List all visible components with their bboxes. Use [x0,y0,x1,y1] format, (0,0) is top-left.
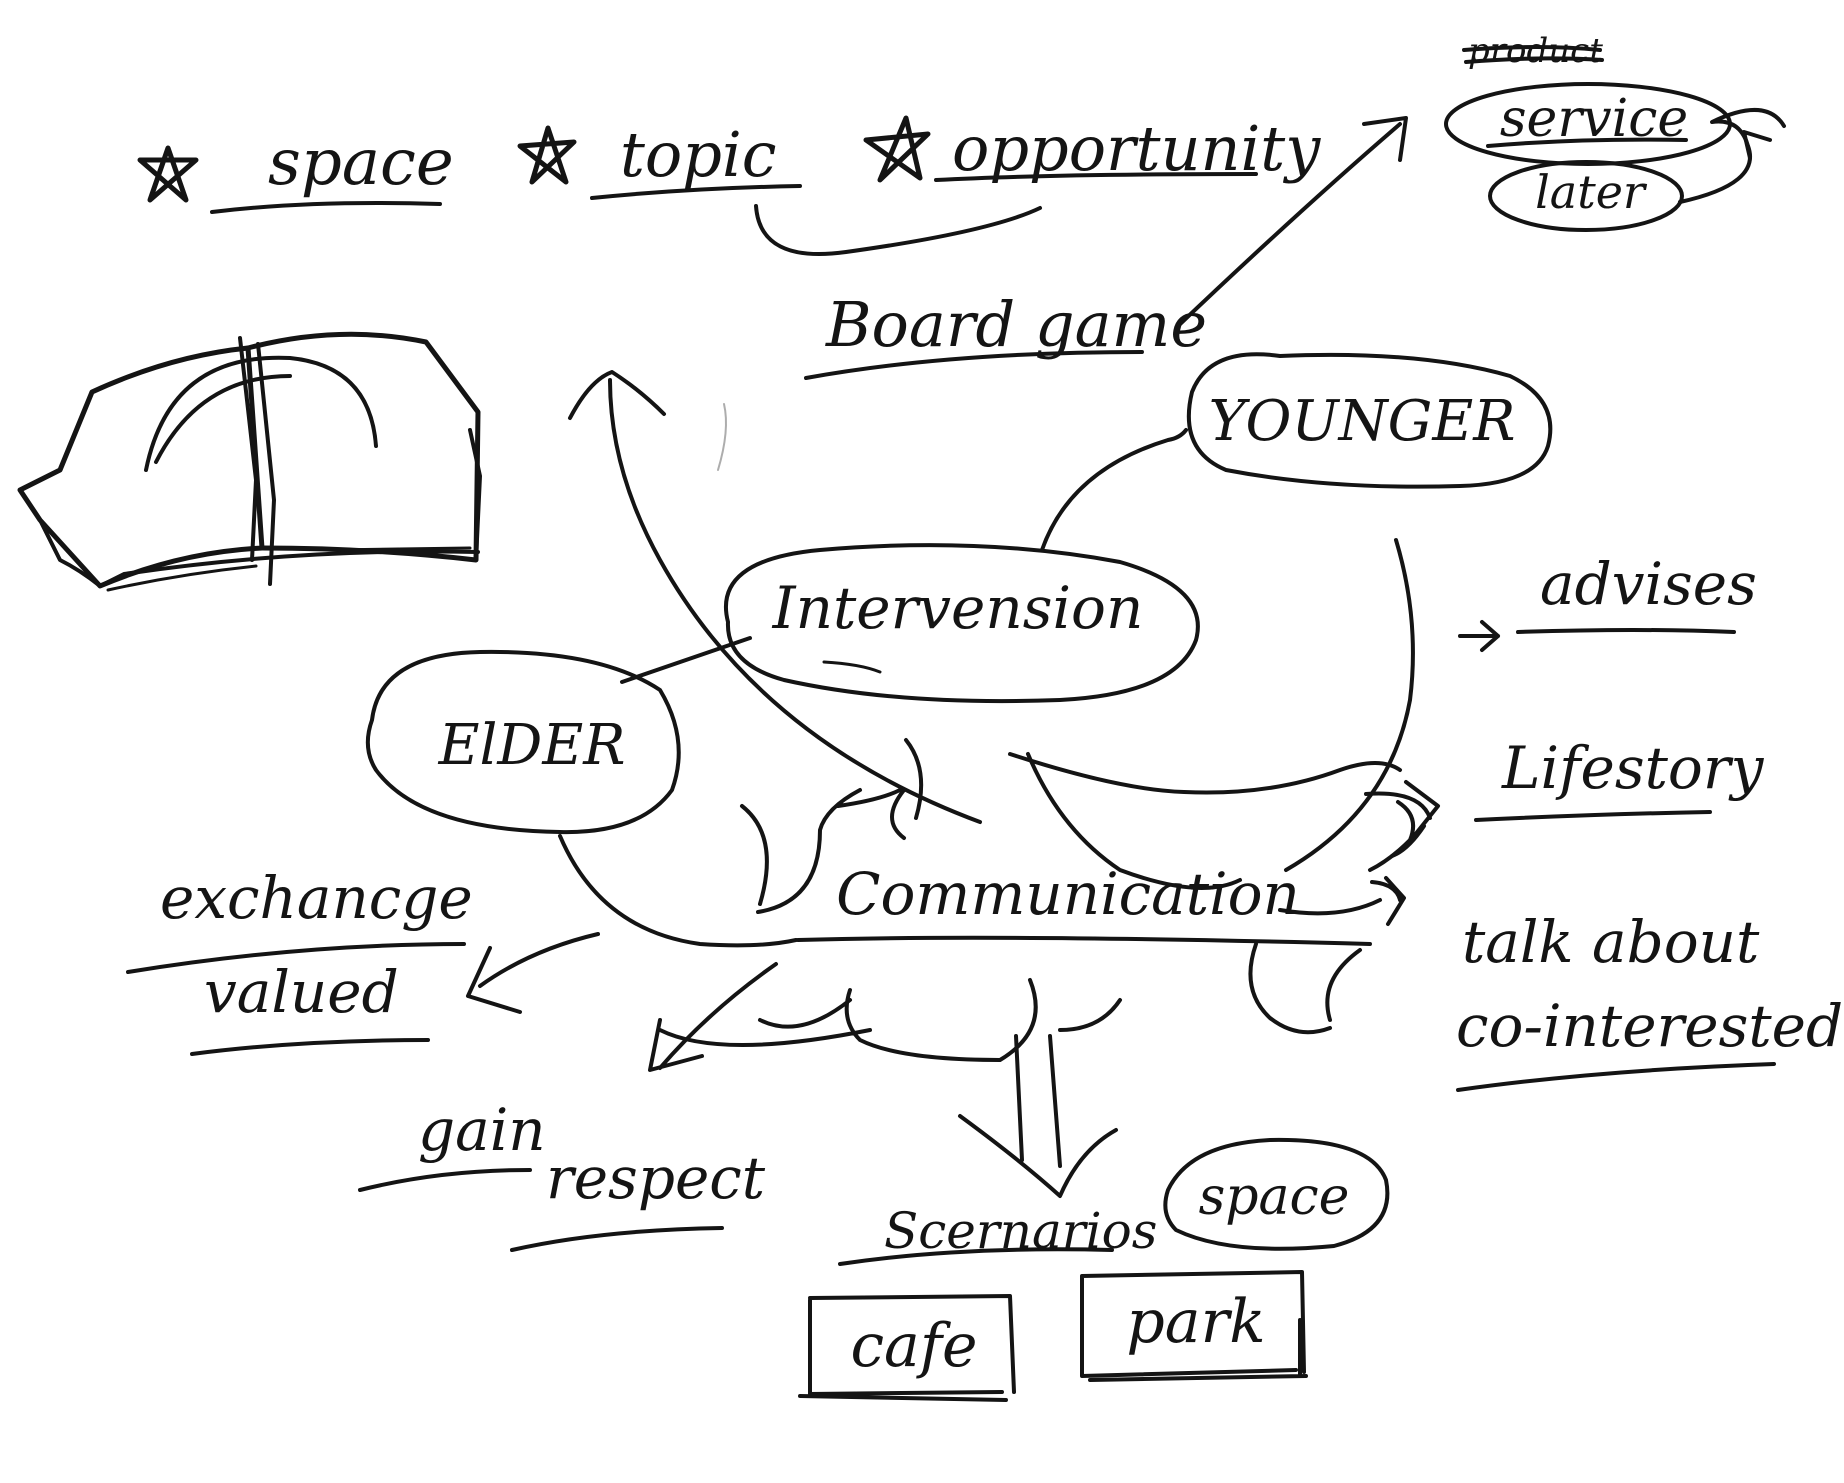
communication-label: Communication [836,860,1300,928]
park-label: park [1126,1287,1265,1357]
intervention-younger-link [1040,428,1188,552]
respect-label: respect [546,1144,766,1212]
elder-node: ElDER [365,649,681,835]
star-topic-topic: topic [517,118,802,200]
co-interested-label: co-interested [1456,992,1843,1060]
underline [358,1168,532,1192]
space-ellipse [1163,1137,1390,1251]
arrow-from-cloud [658,962,778,1070]
younger-node: YOUNGER [1186,352,1553,489]
star-topic-label: space [268,126,454,200]
arrow-to-service [1176,122,1402,328]
open-book-sketch-icon [17,331,482,592]
book-lines [106,546,472,592]
park-box [1080,1270,1308,1382]
underline [126,942,466,974]
underline [190,1038,430,1056]
underline [590,184,802,200]
underline [1516,628,1736,634]
underline [1456,1062,1776,1092]
topic-opportunity-link [754,204,1042,257]
arrow-head [648,1018,704,1072]
star-topic-label: topic [620,118,776,191]
arrow [1458,620,1500,652]
talk-about-label: talk about [1462,908,1760,976]
down-double-arrow [958,1034,1118,1198]
elder-ellipse [365,649,681,835]
elder-intervention-link [620,636,752,684]
faint-mark [717,403,727,471]
star-topic-space: space [137,126,454,214]
star-topic-opportunity: opportunity [863,112,1321,185]
elder-communication-link [558,834,798,948]
book-cover-edge [38,428,482,588]
intervention-node: Intervension [724,543,1200,704]
arrow-head [568,370,666,420]
intervention-label: Intervension [772,574,1144,642]
arrow-from-communication [478,932,600,988]
underline [210,201,442,214]
strike-through [1462,45,1604,64]
right-topic-lifestory: Lifestory [1364,734,1765,838]
corner-note: product service later [1444,31,1786,232]
board-game-label: Board game [825,288,1207,361]
valued-label: valued [204,958,399,1026]
intervention-ellipse [724,543,1200,704]
book-right-page [245,331,481,563]
communication-cloud [658,738,1415,1062]
loop-arrow [1678,108,1786,204]
later-label: later [1535,165,1648,219]
board-game-note: Board game [804,116,1408,380]
left-topic-gain-respect: gain respect [358,962,778,1252]
arrow [1370,876,1406,926]
later-ellipse [1488,160,1684,232]
arrow-head [1742,130,1772,160]
underline [822,660,882,674]
younger-label: YOUNGER [1209,389,1516,454]
star-icon [863,115,931,183]
scenario-note: Scernarios space cafe park [798,1137,1390,1402]
gain-label: gain [418,1096,546,1164]
arrow-head [466,946,522,1014]
star-icon [137,145,199,203]
cafe-box [798,1294,1016,1402]
underline [838,1247,1114,1266]
space-label: space [1199,1167,1350,1227]
upward-arc-arrow [608,378,982,824]
arrow-head [1362,116,1408,162]
book-arch [144,355,378,472]
struck-label: product [1468,31,1603,71]
left-topic-exchange: exchancge valued [126,864,600,1056]
cafe-label: cafe [850,1311,977,1381]
star-icon [517,125,577,185]
underline [1486,137,1688,148]
younger-ellipse [1186,352,1553,489]
underline [796,935,1372,946]
underline [510,1226,724,1252]
underline [1474,810,1712,822]
right-topic-advises: advises [1458,550,1757,652]
communication-node: Communication [658,538,1426,1062]
advises-label: advises [1540,550,1757,618]
right-topic-talk-about: talk about co-interested [1370,876,1843,1092]
elder-label: ElDER [438,713,626,778]
underline [934,172,1258,182]
arrow [1364,780,1440,838]
underline [804,350,1144,380]
exchange-label: exchancge [160,864,473,932]
lifestory-label: Lifestory [1501,734,1765,802]
